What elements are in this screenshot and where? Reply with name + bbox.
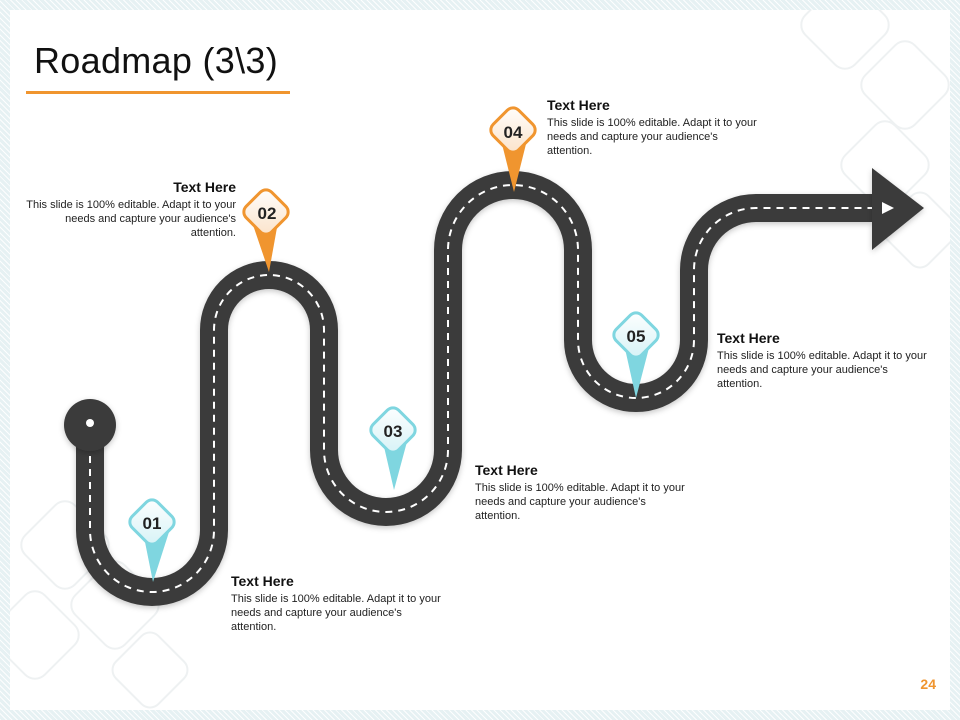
step-body: This slide is 100% editable. Adapt it to… [26, 199, 236, 239]
marker-01: 01 [128, 498, 176, 582]
title-underline [26, 91, 290, 94]
step-heading: Text Here [231, 573, 294, 589]
marker-label: 02 [258, 204, 277, 223]
marker-label: 04 [504, 123, 523, 142]
step-heading: Text Here [547, 97, 610, 113]
step-body: This slide is 100% editable. Adapt it to… [547, 117, 757, 157]
road-start-cap [64, 399, 116, 451]
road-arrow-tip-mark [882, 202, 894, 214]
step-heading: Text Here [173, 179, 236, 195]
marker-04: 04 [489, 106, 537, 192]
page-number: 24 [920, 676, 936, 692]
step-body: This slide is 100% editable. Adapt it to… [475, 482, 685, 522]
step-heading: Text Here [717, 330, 780, 346]
step-05-text: Text Here This slide is 100% editable. A… [717, 330, 927, 391]
step-02-text: Text Here This slide is 100% editable. A… [26, 179, 236, 240]
slide: Roadmap (3\3) [10, 10, 950, 710]
step-heading: Text Here [475, 462, 538, 478]
step-01-text: Text Here This slide is 100% editable. A… [231, 573, 441, 634]
roadmap-road [64, 168, 924, 606]
marker-05: 05 [612, 311, 660, 398]
step-body: This slide is 100% editable. Adapt it to… [717, 350, 927, 390]
step-04-text: Text Here This slide is 100% editable. A… [547, 97, 757, 158]
step-markers: 01 02 03 04 05 [128, 106, 660, 582]
marker-03: 03 [369, 406, 417, 490]
step-body: This slide is 100% editable. Adapt it to… [231, 593, 441, 633]
step-03-text: Text Here This slide is 100% editable. A… [475, 462, 685, 523]
marker-label: 03 [384, 422, 403, 441]
marker-label: 01 [143, 514, 162, 533]
marker-02: 02 [242, 188, 290, 272]
marker-label: 05 [627, 327, 646, 346]
slide-title: Roadmap (3\3) [34, 40, 279, 81]
road-path [76, 171, 888, 606]
road-arrow-head [872, 168, 924, 250]
